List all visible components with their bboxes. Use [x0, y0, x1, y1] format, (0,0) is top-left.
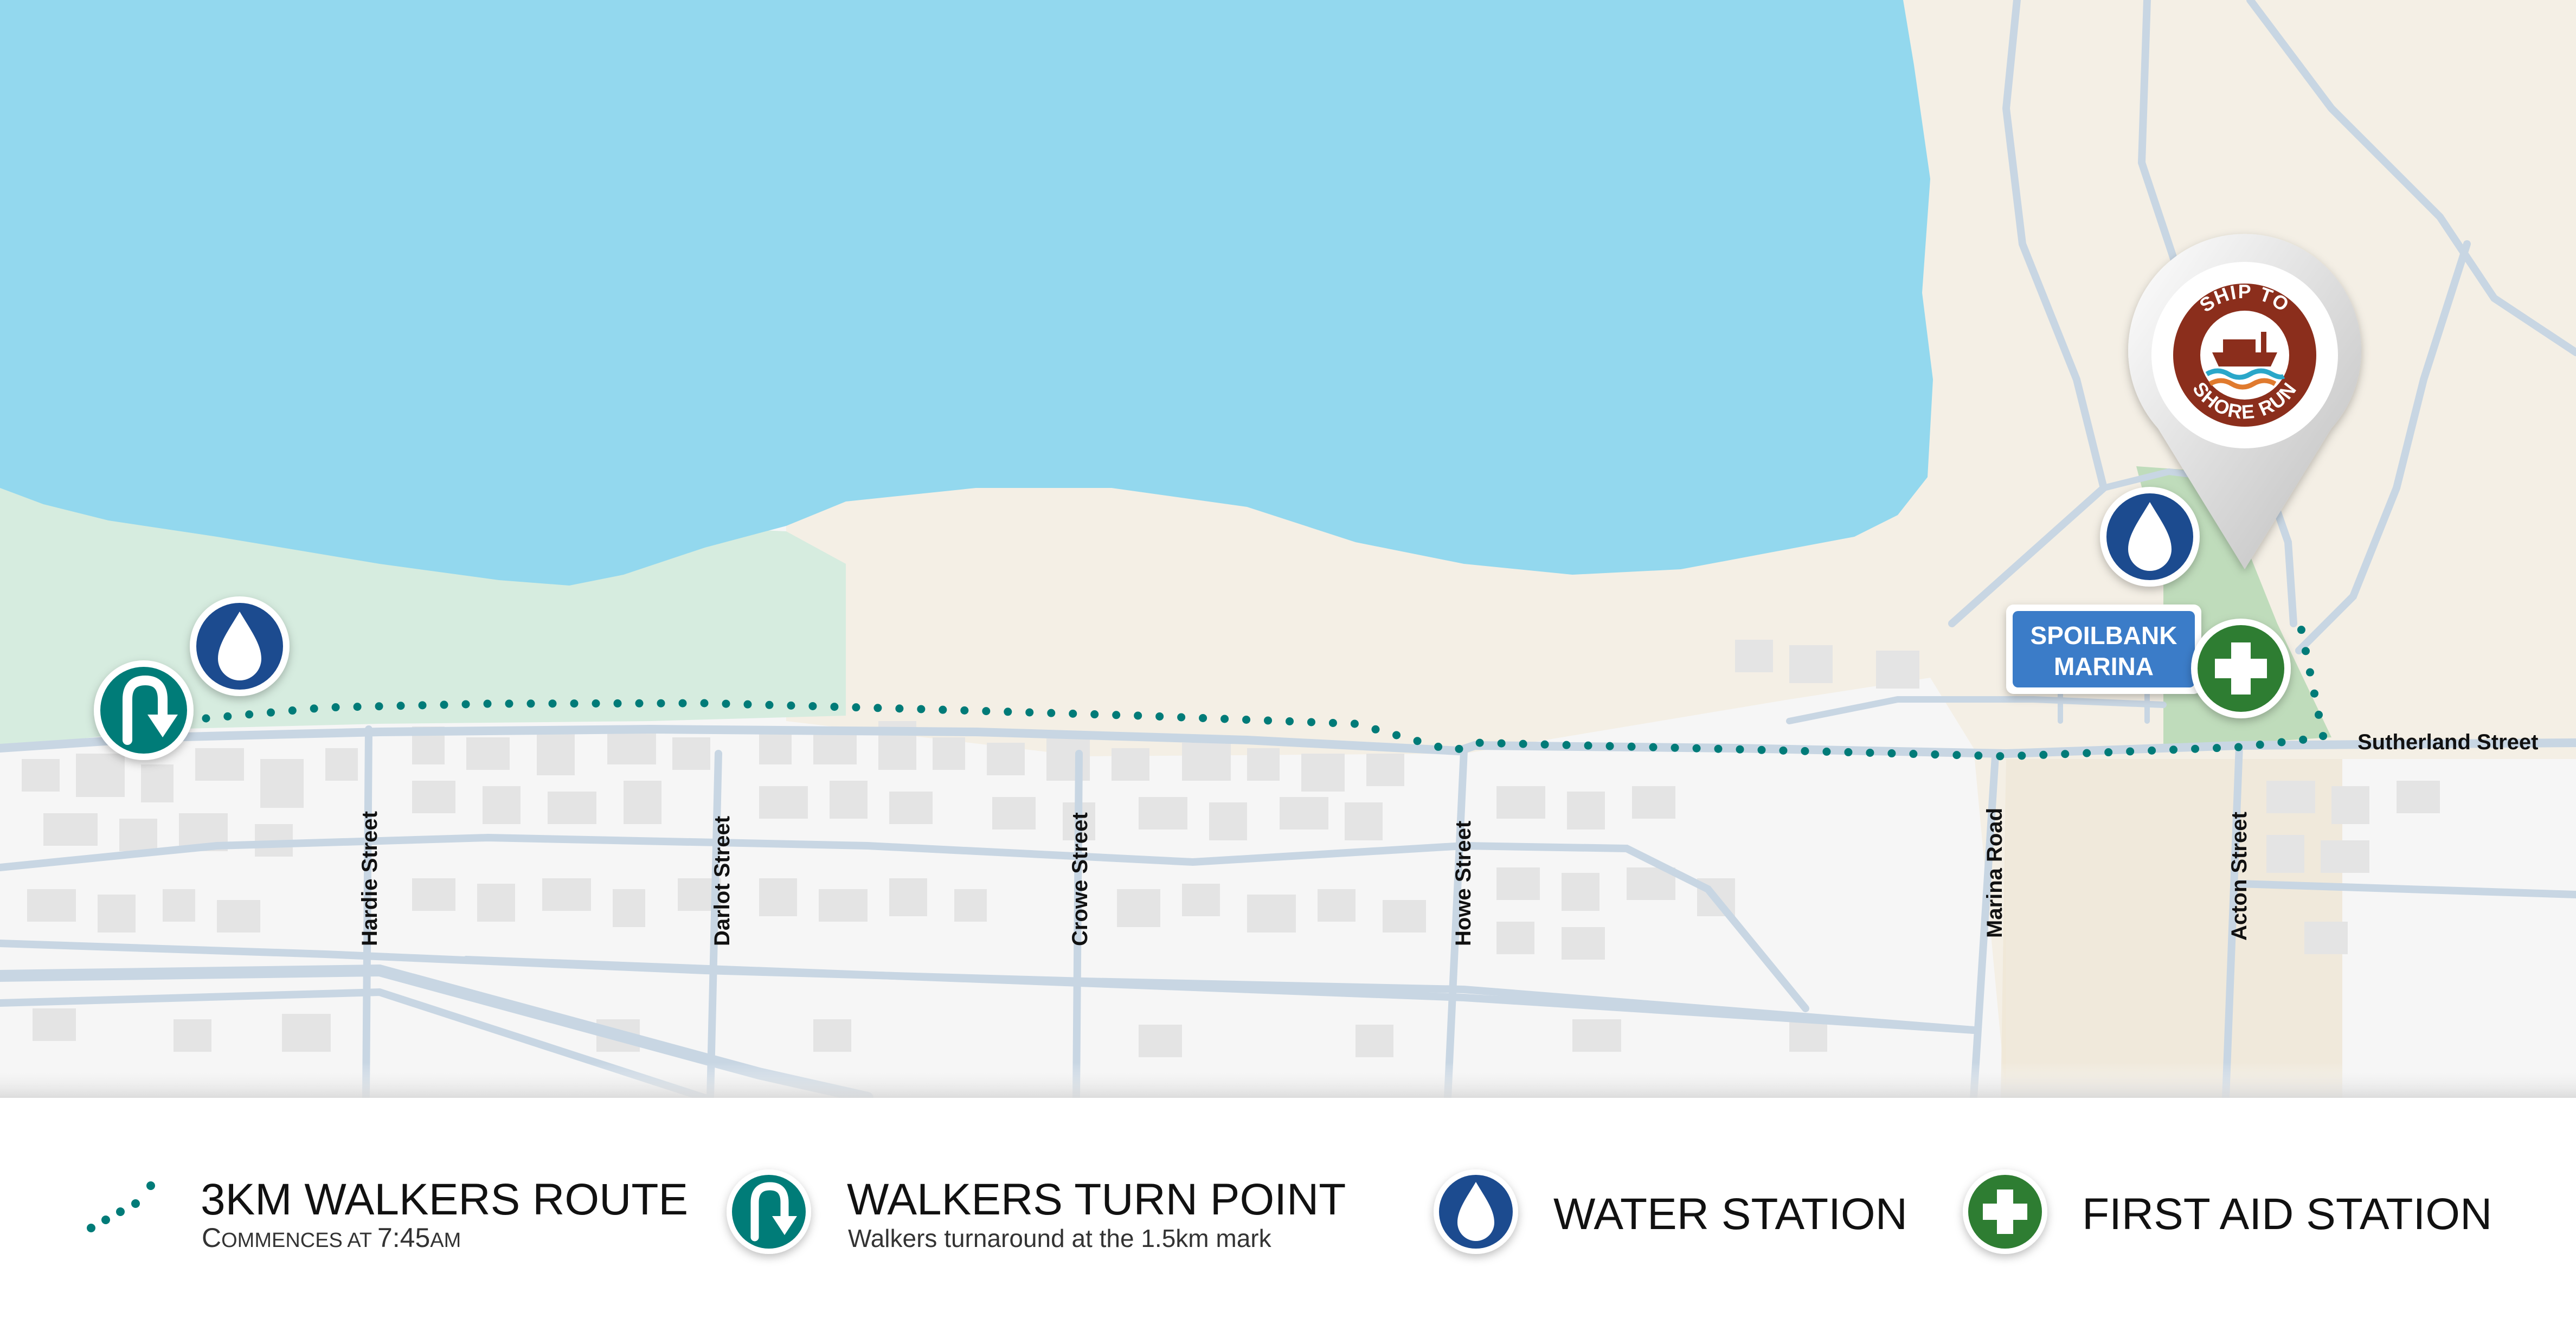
map-bottom-fade [0, 1063, 2576, 1098]
u-turn-arrowhead [772, 1216, 797, 1235]
event-logo-pin[interactable]: SHIP TO SHORE RUN [2128, 234, 2361, 569]
legend-route-title: 3KM WALKERS ROUTE [201, 1175, 688, 1224]
water-drop-icon [218, 612, 261, 680]
legend-water-station-icon [1434, 1169, 1518, 1254]
spoilbank-marina-sign: SPOILBANK MARINA [2006, 605, 2201, 694]
legend-turn-subtitle: Walkers turnaround at the 1.5km mark [848, 1224, 1272, 1252]
street-label-marina: Marina Road [1983, 808, 2007, 938]
street-label-sutherland: Sutherland Street [2357, 730, 2538, 754]
legend: 3KM WALKERS ROUTE COMMENCES AT 7:45AM WA… [87, 1169, 2492, 1254]
legend-turn-title: WALKERS TURN POINT [847, 1175, 1346, 1224]
harbour-water [0, 0, 1933, 586]
map-area: Hardie Street Darlot Street Crowe Street… [0, 0, 2576, 1098]
legend-panel [0, 1098, 2576, 1328]
street-label-acton: Acton Street [2227, 812, 2251, 941]
legend-route-sub-small: OMMENCES AT [221, 1229, 377, 1252]
plus-icon [1983, 1189, 2027, 1234]
u-turn-arrowhead [147, 715, 178, 737]
map-water-station-marker-marina[interactable] [2100, 487, 2200, 587]
water-drop-icon [1457, 1182, 1494, 1241]
marina-label-line2: MARINA [2054, 652, 2154, 680]
buildings [22, 640, 2440, 1057]
legend-route-sub-cap: C [202, 1223, 221, 1253]
water-drop-icon [2128, 502, 2172, 571]
legend-route-sub-ampm: AM [430, 1229, 461, 1252]
legend-turn-point-icon [727, 1169, 811, 1254]
wave-icon [2205, 368, 2285, 380]
roads [0, 0, 2576, 1098]
street-label-hardie: Hardie Street [358, 811, 382, 946]
wave-icon-2 [2208, 378, 2277, 390]
map-first-aid-marker[interactable] [2191, 619, 2291, 718]
legend-route-sub-time: 7:45 [377, 1223, 430, 1253]
legend-first-aid-title: FIRST AID STATION [2082, 1189, 2492, 1239]
street-label-darlot: Darlot Street [710, 816, 734, 946]
marina-label-line1: SPOILBANK [2031, 621, 2177, 650]
legend-first-aid-icon [1963, 1169, 2047, 1254]
sand-strip [2001, 759, 2342, 1098]
u-turn-icon [123, 676, 168, 745]
map-turn-point-marker[interactable] [94, 660, 194, 760]
map-water-station-marker-west[interactable] [190, 596, 290, 696]
legend-route-swatch [87, 1181, 155, 1232]
street-label-crowe: Crowe Street [1068, 812, 1092, 946]
street-label-howe: Howe Street [1451, 821, 1475, 946]
plus-icon [2215, 642, 2267, 695]
ship-icon [2212, 332, 2277, 366]
legend-water-title: WATER STATION [1553, 1189, 1907, 1239]
legend-route-subtitle: COMMENCES AT 7:45AM [202, 1223, 461, 1253]
u-turn-icon [750, 1182, 789, 1242]
